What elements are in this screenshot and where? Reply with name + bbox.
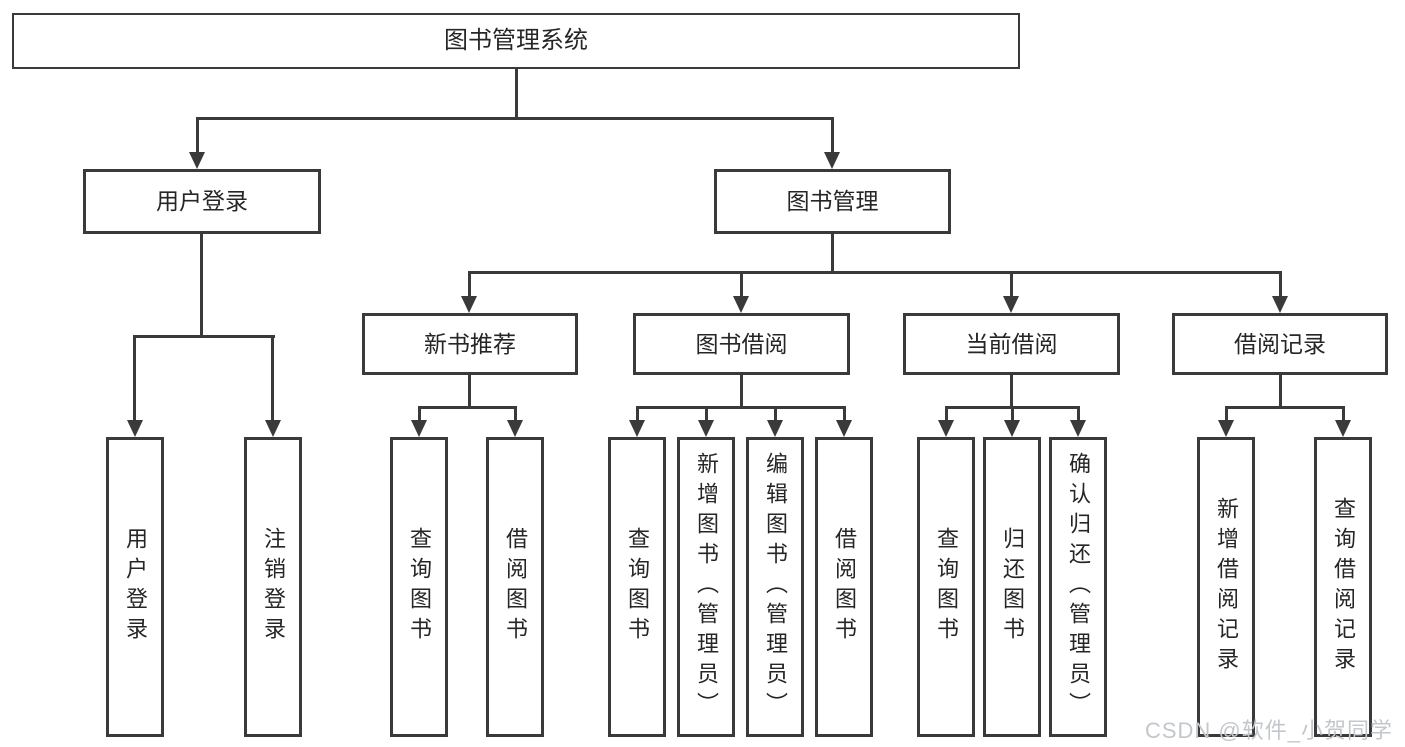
edge-book-management-stem [831, 233, 834, 274]
edge-current-stem [1010, 374, 1013, 408]
edge-to-leaf [945, 406, 948, 422]
edge-to-leaf [705, 406, 708, 422]
edge-user-login-stem [200, 233, 203, 337]
arrow-down-icon [938, 420, 954, 437]
edge-book-management-rail [468, 271, 1282, 274]
arrow-down-icon [767, 420, 783, 437]
arrow-down-icon [507, 420, 523, 437]
arrow-down-icon [1335, 420, 1351, 437]
arrow-down-icon [189, 152, 205, 169]
node-borrow-record: 借阅记录 [1172, 313, 1388, 375]
edge-to-leaf [1342, 406, 1345, 422]
edge-to-current-borrow [1010, 271, 1013, 298]
arrow-down-icon [836, 420, 852, 437]
leaf-edit-books-admin: 编辑图书（管理员） [746, 437, 804, 737]
edge-to-leaf [1225, 406, 1228, 422]
leaf-logout: 注销登录 [244, 437, 302, 737]
leaf-return-books: 归还图书 [983, 437, 1041, 737]
leaf-query-books-current: 查询图书 [917, 437, 975, 737]
edge-root-rail [196, 117, 834, 120]
node-user-login: 用户登录 [83, 169, 321, 234]
arrow-down-icon [733, 296, 749, 313]
arrow-down-icon [265, 420, 281, 437]
arrow-down-icon [629, 420, 645, 437]
edge-root-stem [515, 69, 518, 118]
arrow-down-icon [1070, 420, 1086, 437]
edge-to-leaf [636, 406, 639, 422]
edge-to-leaf [514, 406, 517, 422]
edge-to-new-book-recommend [468, 271, 471, 298]
node-new-book-recommend: 新书推荐 [362, 313, 578, 375]
edge-to-leaf [1077, 406, 1080, 422]
leaf-borrow-books: 借阅图书 [815, 437, 873, 737]
leaf-query-borrow-record: 查询借阅记录 [1314, 437, 1372, 737]
arrow-down-icon [698, 420, 714, 437]
edge-to-user-login [196, 117, 199, 153]
arrow-down-icon [411, 420, 427, 437]
leaf-add-borrow-record: 新增借阅记录 [1197, 437, 1255, 737]
leaf-add-books-admin: 新增图书（管理员） [677, 437, 735, 737]
edge-to-leaf-user-login [133, 335, 136, 421]
arrow-down-icon [1004, 420, 1020, 437]
edge-to-leaf [843, 406, 846, 422]
edge-to-book-borrow [740, 271, 743, 298]
edge-user-login-rail [133, 335, 275, 338]
leaf-query-books-recommend: 查询图书 [390, 437, 448, 737]
node-book-management: 图书管理 [714, 169, 951, 234]
edge-to-borrow-record [1279, 271, 1282, 298]
arrow-down-icon [1218, 420, 1234, 437]
leaf-query-books-borrow: 查询图书 [608, 437, 666, 737]
arrow-down-icon [461, 296, 477, 313]
edge-record-rail [1225, 406, 1345, 409]
arrow-down-icon [824, 152, 840, 169]
node-current-borrow: 当前借阅 [903, 313, 1120, 375]
edge-borrow-rail [636, 406, 846, 409]
edge-borrow-stem [740, 374, 743, 408]
edge-recommend-rail [418, 406, 517, 409]
edge-record-stem [1279, 374, 1282, 408]
csdn-watermark: CSDN @软件_小贺同学 [1144, 718, 1393, 743]
edge-to-leaf-logout [271, 335, 274, 421]
leaf-confirm-return-admin: 确认归还（管理员） [1049, 437, 1107, 737]
edge-recommend-stem [468, 374, 471, 408]
edge-to-leaf [774, 406, 777, 422]
leaf-borrow-books-recommend: 借阅图书 [486, 437, 544, 737]
arrow-down-icon [1003, 296, 1019, 313]
edge-to-leaf [1011, 406, 1014, 422]
edge-to-leaf [418, 406, 421, 422]
edge-to-book-management [831, 117, 834, 153]
arrow-down-icon [127, 420, 143, 437]
node-library-management-system: 图书管理系统 [12, 13, 1020, 69]
leaf-user-login: 用户登录 [106, 437, 164, 737]
arrow-down-icon [1272, 296, 1288, 313]
node-book-borrow: 图书借阅 [633, 313, 850, 375]
